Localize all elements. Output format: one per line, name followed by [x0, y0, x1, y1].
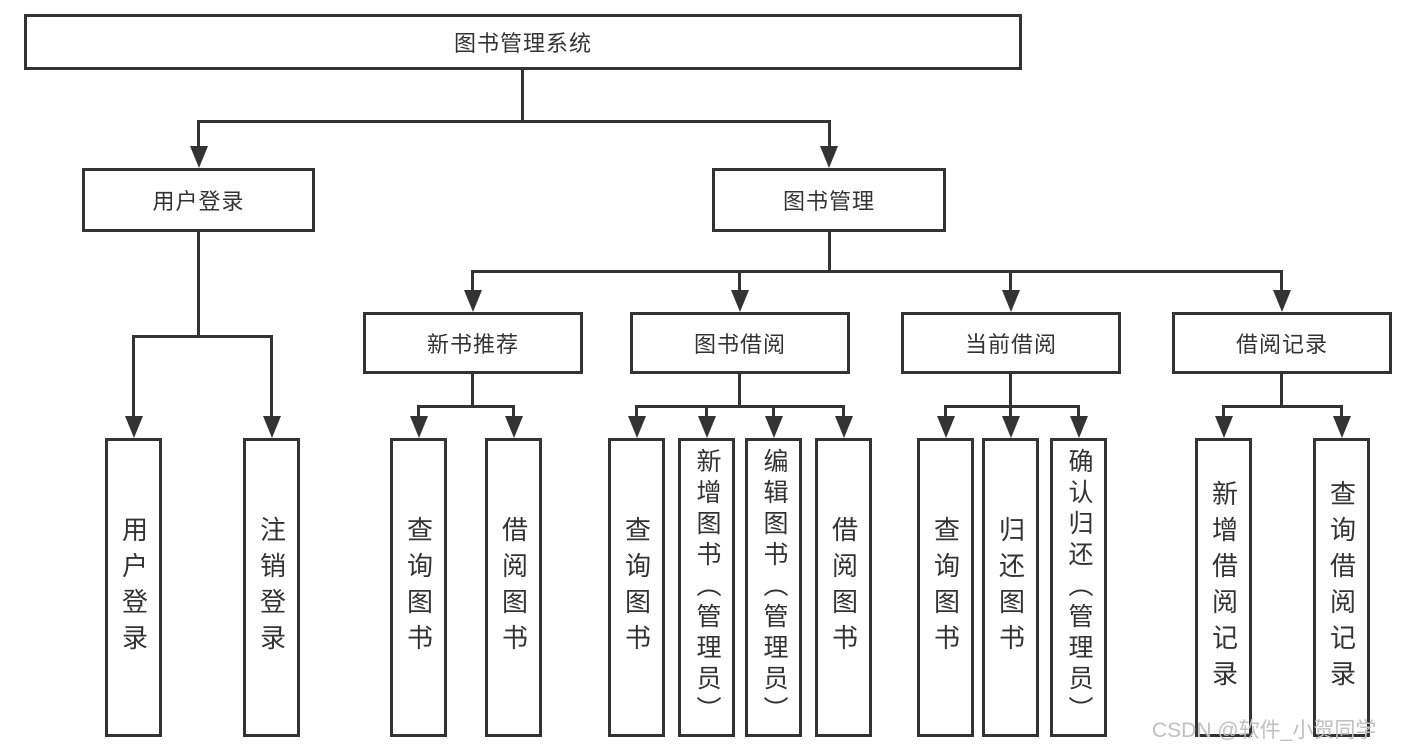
arrow-to-book-borrow	[731, 290, 749, 312]
leaf-query-books-3-label: 查询图书	[930, 515, 961, 660]
node-new-book-recommend-label: 新书推荐	[426, 332, 519, 357]
leaf-edit-books-admin-label: 编辑图书（管理员）	[760, 448, 788, 727]
arrow-to-leaf-return-books	[1002, 416, 1020, 438]
connector-bookmgmt-stem	[828, 232, 831, 270]
connector-borrowrecords-stem	[1280, 374, 1283, 405]
connector-userlogin-hline	[132, 335, 273, 338]
connector-bookborrow-hline	[635, 405, 845, 408]
connector-root-stem	[521, 70, 524, 122]
connector-bookmgmt-drop-3	[1009, 270, 1012, 290]
arrow-to-leaf-logout	[263, 416, 281, 438]
node-user-login: 用户登录	[82, 168, 315, 232]
leaf-borrow-books-2-label: 借阅图书	[828, 515, 859, 660]
leaf-add-borrow-record: 新增借阅记录	[1195, 438, 1252, 737]
connector-root-drop-left	[197, 120, 200, 148]
csdn-watermark: CSDN @软件_小贺同学	[1152, 719, 1377, 742]
connector-newbook-hline	[417, 405, 515, 408]
leaf-query-books-3: 查询图书	[917, 438, 974, 737]
leaf-add-books-admin: 新增图书（管理员）	[678, 438, 735, 737]
leaf-query-borrow-record: 查询借阅记录	[1313, 438, 1370, 737]
leaf-confirm-return-admin: 确认归还（管理员）	[1050, 438, 1107, 737]
leaf-add-books-admin-label: 新增图书（管理员）	[693, 448, 721, 727]
connector-bookborrow-drop-3	[772, 405, 775, 416]
arrow-to-leaf-add-borrow-record	[1215, 416, 1233, 438]
arrow-to-new-book-recommend	[464, 290, 482, 312]
arrow-to-leaf-query-books-3	[937, 416, 955, 438]
leaf-edit-books-admin: 编辑图书（管理员）	[745, 438, 802, 737]
arrow-to-user-login	[190, 146, 208, 168]
connector-currentborrow-drop-1	[944, 405, 947, 416]
leaf-logout: 注销登录	[243, 438, 300, 737]
leaf-return-books-label: 归还图书	[995, 515, 1026, 660]
connector-bookborrow-stem	[738, 374, 741, 405]
connector-currentborrow-drop-3	[1077, 405, 1080, 416]
leaf-query-borrow-record-label: 查询借阅记录	[1326, 479, 1357, 696]
arrow-to-leaf-borrow-books-1	[505, 416, 523, 438]
arrow-to-leaf-query-books-2	[628, 416, 646, 438]
arrow-to-leaf-confirm-return	[1070, 416, 1088, 438]
arrow-to-borrow-records	[1273, 290, 1291, 312]
arrow-to-leaf-add-books	[698, 416, 716, 438]
connector-bookmgmt-drop-1	[471, 270, 474, 290]
leaf-return-books: 归还图书	[982, 438, 1039, 737]
connector-borrowrecords-drop-1	[1222, 405, 1225, 416]
leaf-query-books-2: 查询图书	[608, 438, 665, 737]
node-new-book-recommend: 新书推荐	[363, 312, 583, 374]
connector-newbook-drop-1	[417, 405, 420, 416]
leaf-query-books-2-label: 查询图书	[621, 515, 652, 660]
leaf-borrow-books-2: 借阅图书	[815, 438, 872, 737]
leaf-user-login: 用户登录	[105, 438, 162, 737]
connector-bookborrow-drop-1	[635, 405, 638, 416]
node-root-label: 图书管理系统	[453, 31, 592, 56]
node-current-borrow-label: 当前借阅	[964, 332, 1057, 357]
connector-newbook-stem	[471, 374, 474, 405]
node-book-borrow-label: 图书借阅	[693, 332, 786, 357]
node-root: 图书管理系统	[24, 14, 1022, 70]
node-borrow-records-label: 借阅记录	[1235, 332, 1328, 357]
node-book-management-label: 图书管理	[782, 189, 875, 214]
arrow-to-leaf-query-books-1	[410, 416, 428, 438]
leaf-add-borrow-record-label: 新增借阅记录	[1208, 479, 1239, 696]
connector-bookborrow-drop-2	[705, 405, 708, 416]
leaf-user-login-label: 用户登录	[118, 515, 149, 660]
node-user-login-label: 用户登录	[152, 189, 245, 214]
connector-bookmgmt-drop-4	[1280, 270, 1283, 290]
leaf-logout-label: 注销登录	[256, 515, 287, 660]
connector-root-hline	[197, 120, 831, 123]
node-borrow-records: 借阅记录	[1172, 312, 1392, 374]
connector-borrowrecords-drop-2	[1340, 405, 1343, 416]
connector-userlogin-stem	[197, 232, 200, 335]
connector-currentborrow-hline	[944, 405, 1080, 408]
leaf-confirm-return-admin-label: 确认归还（管理员）	[1065, 448, 1093, 727]
connector-root-drop-right	[828, 120, 831, 148]
arrow-to-current-borrow	[1002, 290, 1020, 312]
arrow-to-leaf-query-borrow-record	[1333, 416, 1351, 438]
leaf-borrow-books-1: 借阅图书	[485, 438, 542, 737]
node-current-borrow: 当前借阅	[901, 312, 1121, 374]
connector-userlogin-drop-2	[270, 335, 273, 416]
arrow-to-leaf-borrow-books-2	[835, 416, 853, 438]
connector-bookborrow-drop-4	[842, 405, 845, 416]
arrow-to-book-management	[820, 146, 838, 168]
leaf-borrow-books-1-label: 借阅图书	[498, 515, 529, 660]
connector-userlogin-drop-1	[132, 335, 135, 416]
connector-bookmgmt-hline	[471, 270, 1283, 273]
connector-bookmgmt-drop-2	[738, 270, 741, 290]
leaf-query-books-1: 查询图书	[390, 438, 447, 737]
connector-currentborrow-stem	[1009, 374, 1012, 405]
leaf-query-books-1-label: 查询图书	[403, 515, 434, 660]
connector-borrowrecords-hline	[1222, 405, 1343, 408]
connector-currentborrow-drop-2	[1009, 405, 1012, 416]
node-book-management: 图书管理	[712, 168, 946, 232]
node-book-borrow: 图书借阅	[630, 312, 850, 374]
connector-newbook-drop-2	[512, 405, 515, 416]
arrow-to-leaf-edit-books	[765, 416, 783, 438]
arrow-to-leaf-user-login	[125, 416, 143, 438]
